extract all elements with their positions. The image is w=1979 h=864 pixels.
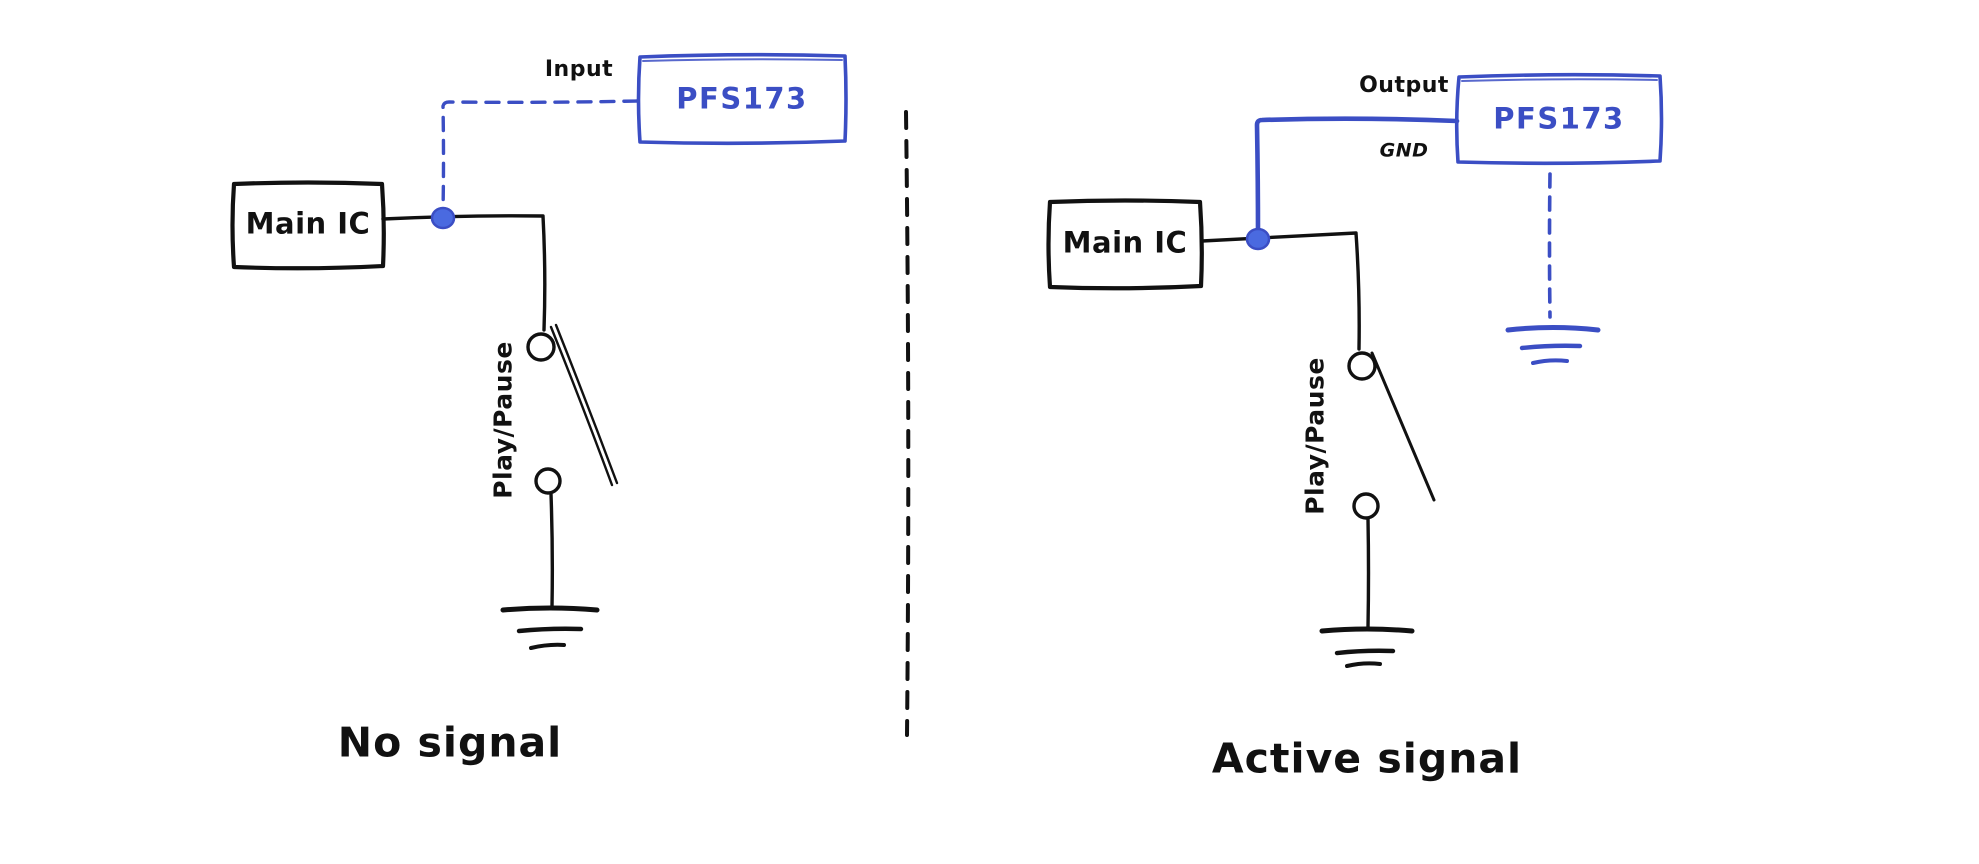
right-switch-bottom-pole [1352,492,1380,520]
right-output-pin-label: Output [1359,73,1449,98]
right-ground-symbol [1319,626,1415,668]
right-gnd-dashed-wire [1547,172,1552,319]
left-ground-stem [549,492,555,609]
right-blue-ground-symbol [1505,325,1601,365]
left-main-ic-box [230,180,386,271]
left-main-ic-label: Main IC [245,206,371,241]
left-pfs173-box-echo [642,58,843,62]
left-circuit [230,52,848,650]
right-wire-ic-to-switch [1200,231,1361,351]
left-pfs173-label: PFS173 [676,81,808,116]
right-pfs173-box-echo [1461,78,1658,82]
left-input-pin-label: Input [544,57,614,82]
left-input-dashed-wire [441,99,639,212]
left-junction-dot [430,206,456,230]
right-circuit [1046,72,1664,668]
right-pfs173-box [1454,72,1664,166]
right-pfs173-label: PFS173 [1493,101,1625,136]
left-caption-no-signal: No signal [337,718,563,767]
right-switch-lever [1370,351,1436,502]
left-pfs173-box [636,52,848,146]
right-play-pause-label: Play/Pause [1300,357,1330,515]
left-switch-top-pole [526,332,556,362]
right-ground-stem [1366,517,1371,629]
left-switch-bottom-pole [534,467,562,495]
left-ground-symbol [500,605,600,650]
left-wire-ic-to-switch [381,214,547,332]
right-main-ic-box [1046,198,1204,291]
panel-divider [904,110,911,737]
right-junction-dot [1245,227,1271,251]
right-output-wire [1254,116,1460,238]
right-gnd-pin-label: GND [1379,139,1429,162]
right-caption-active-signal: Active signal [1211,734,1523,783]
left-switch-lever [549,323,619,487]
left-play-pause-label: Play/Pause [488,341,518,499]
right-main-ic-label: Main IC [1062,225,1188,260]
right-switch-top-pole [1347,351,1377,381]
